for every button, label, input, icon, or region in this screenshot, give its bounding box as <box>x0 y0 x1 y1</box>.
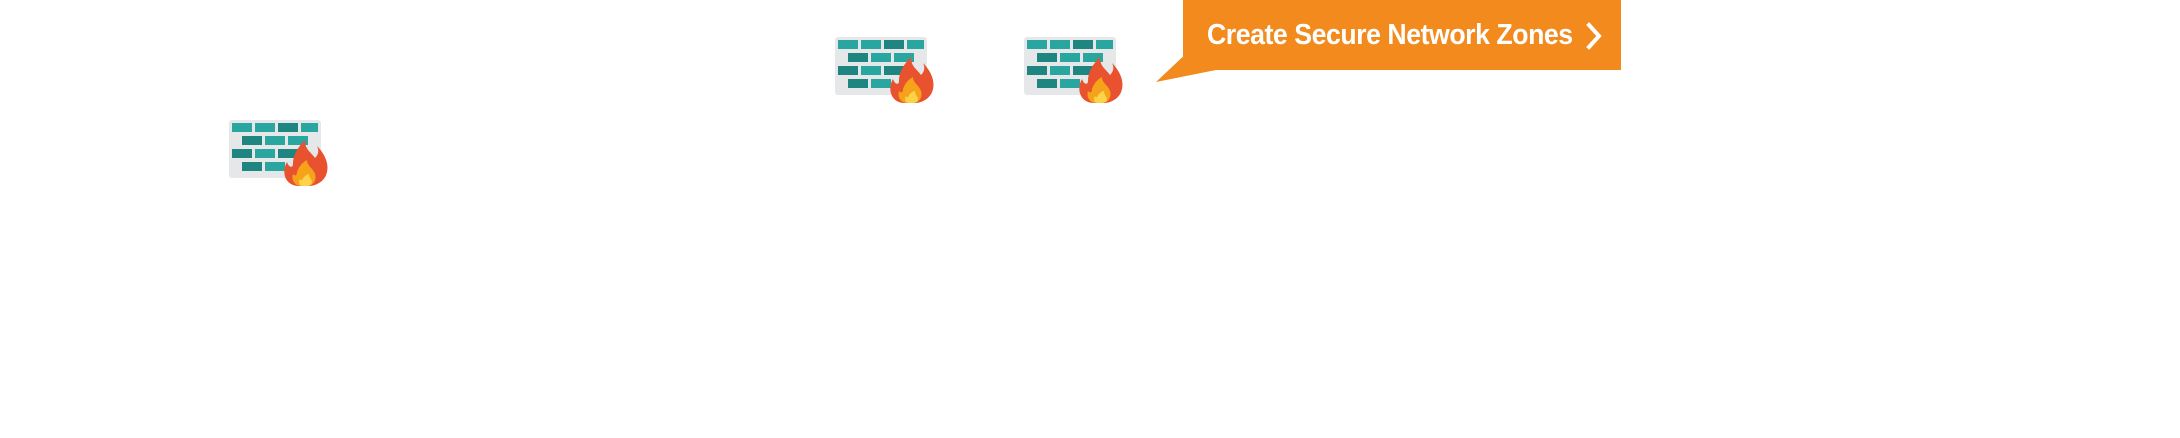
create-secure-network-zones-callout[interactable]: Create Secure Network Zones <box>1156 0 1621 82</box>
callout-box[interactable]: Create Secure Network Zones <box>1183 0 1621 70</box>
firewall-icon <box>835 37 937 103</box>
firewall-icon <box>229 120 331 186</box>
chevron-right-icon <box>1586 22 1602 50</box>
firewall-icon <box>1024 37 1126 103</box>
callout-label: Create Secure Network Zones <box>1207 18 1573 51</box>
